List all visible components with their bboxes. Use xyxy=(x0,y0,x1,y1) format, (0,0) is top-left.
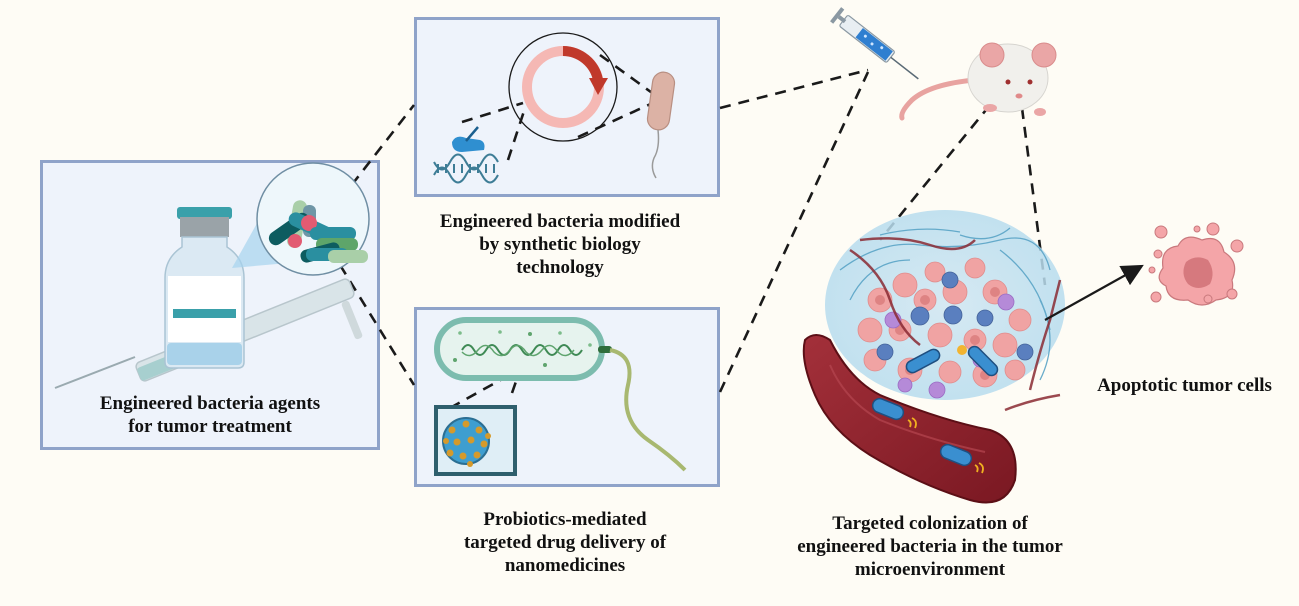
gene-editing-hand-icon xyxy=(452,126,485,152)
vial-icon xyxy=(164,207,245,369)
tumor-bacterium xyxy=(905,348,941,374)
caption-bacteria-agents: Engineered bacteria agents for tumor tre… xyxy=(99,393,321,437)
vessel-bacterium xyxy=(871,397,917,429)
bacteria-cluster-icon xyxy=(232,162,370,276)
connector-dna-to-plasmid xyxy=(461,101,524,124)
mouse-icon xyxy=(899,42,1057,121)
apoptotic-cell-icon xyxy=(1148,222,1244,306)
plasmid-icon xyxy=(508,32,618,142)
bacterium-icon xyxy=(646,71,676,179)
connector-plasmid-to-bacterium xyxy=(599,53,656,97)
connector-dna-to-plasmid-2 xyxy=(506,107,527,161)
injection-syringe-icon xyxy=(830,7,919,80)
dna-icon xyxy=(433,153,499,184)
caption-synthetic-biology: Engineered bacteria modified by syntheti… xyxy=(439,211,681,278)
tumor-bacterium xyxy=(967,345,999,377)
connector-agents-to-probiotics xyxy=(338,264,416,386)
caption-tumor-colonization: Targeted colonization of engineered bact… xyxy=(797,513,1063,580)
connector-synbio-to-syringe xyxy=(719,68,869,110)
connector-cell-to-nanoparticle xyxy=(449,366,523,410)
connector-probiotics-to-syringe xyxy=(718,71,870,393)
nanoparticle-icon xyxy=(434,405,517,476)
caption-probiotics-delivery: Probiotics-mediated targeted drug delive… xyxy=(463,509,667,576)
connector-mouse-to-tumor-right xyxy=(1020,107,1047,286)
blood-vessel-icon xyxy=(802,334,1017,504)
tumor-microenvironment-icon xyxy=(825,210,1065,412)
connector-plasmid-to-bacterium-2 xyxy=(577,100,656,139)
vessel-bacterium xyxy=(939,443,984,474)
probiotic-cell-icon xyxy=(434,317,687,472)
caption-apoptotic-cells: Apoptotic tumor cells xyxy=(1097,375,1272,396)
connector-mouse-to-tumor-left xyxy=(878,104,992,241)
arrow-to-apoptosis xyxy=(1044,264,1144,321)
